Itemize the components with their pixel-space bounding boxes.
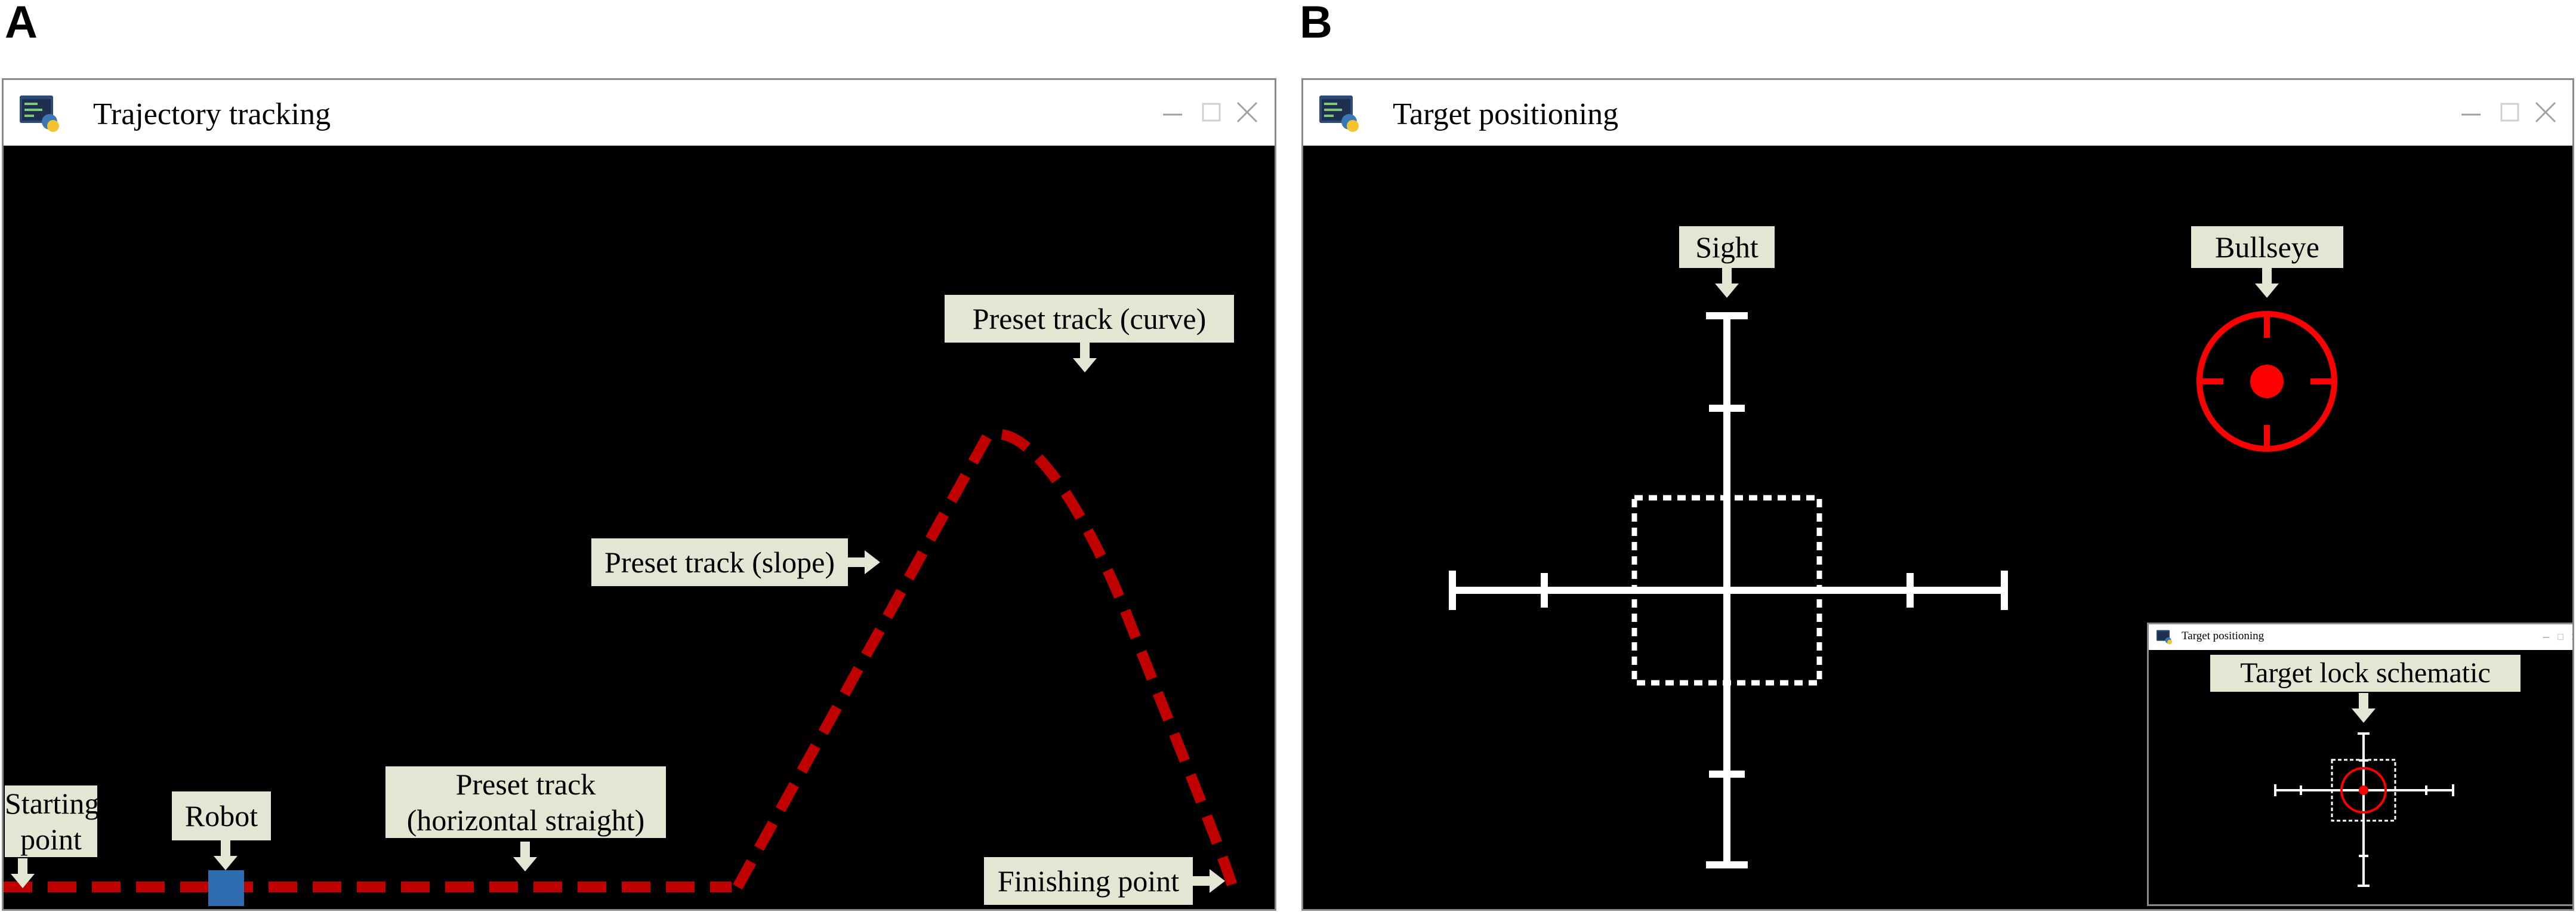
down-arrow-icon: [2255, 268, 2279, 298]
down-arrow-icon: [11, 858, 35, 888]
target-lock-schematic-label: Target lock schematic: [2210, 655, 2521, 692]
maximize-icon[interactable]: [1190, 93, 1232, 133]
starting-point-label: Starting point: [5, 785, 100, 857]
down-arrow-icon: [2352, 693, 2376, 723]
trajectory-tracking-window: Trajectory tracking Starting point: [2, 78, 1276, 911]
minimize-icon[interactable]: [1152, 93, 1194, 133]
preset-track-horizontal-label: Preset track (horizontal straight): [385, 766, 666, 838]
close-icon[interactable]: [2525, 93, 2567, 133]
robot-marker: [208, 870, 244, 906]
inset-drawing: [2274, 732, 2454, 887]
title-bar: Target positioning: [1303, 80, 2572, 146]
target-lock-inset-window: Target positioning: [2147, 623, 2572, 906]
trajectory-drawing: [4, 429, 1238, 906]
target-drawing: [1449, 311, 2337, 868]
close-icon[interactable]: [1227, 93, 1269, 133]
lock-box: [1631, 495, 1822, 686]
inset-title-bar: Target positioning: [2149, 624, 2572, 650]
down-arrow-icon: [513, 842, 537, 871]
panel-label-a: A: [5, 0, 38, 48]
target-positioning-window: Target positioning: [1301, 78, 2574, 911]
python-app-icon: [1319, 95, 1359, 132]
down-arrow-icon: [1073, 343, 1097, 372]
right-arrow-icon: [1192, 869, 1225, 893]
python-app-icon: [20, 95, 59, 132]
robot-label: Robot: [172, 791, 271, 840]
minimize-icon[interactable]: [2541, 631, 2552, 642]
slope-curve-track: [733, 429, 1238, 890]
maximize-icon[interactable]: [2555, 631, 2566, 642]
panel-label-b: B: [1300, 0, 1332, 48]
right-arrow-icon: [847, 550, 880, 574]
bullseye-label: Bullseye: [2191, 226, 2343, 268]
close-icon[interactable]: [2569, 631, 2572, 642]
inset-canvas: Target lock schematic: [2149, 650, 2572, 904]
python-app-icon: [2157, 630, 2172, 645]
target-canvas: Sight Bullseye Target positioning: [1303, 146, 2572, 909]
preset-track-slope-label: Preset track (slope): [591, 538, 848, 586]
title-bar: Trajectory tracking: [4, 80, 1275, 146]
window-title: Target positioning: [1393, 97, 1619, 131]
down-arrow-icon: [214, 840, 237, 870]
minimize-icon[interactable]: [2451, 93, 2492, 133]
sight-label: Sight: [1679, 226, 1775, 268]
bullseye-target: [2196, 311, 2337, 452]
sight-crosshair: [1449, 312, 2008, 868]
window-title: Trajectory tracking: [93, 97, 331, 131]
trajectory-canvas: Starting point Robot Preset track (horiz…: [4, 146, 1275, 909]
maximize-icon[interactable]: [2488, 93, 2530, 133]
preset-track-curve-label: Preset track (curve): [945, 295, 1234, 343]
inset-window-title: Target positioning: [2182, 630, 2265, 642]
finishing-point-label: Finishing point: [984, 857, 1193, 905]
down-arrow-icon: [1715, 268, 1739, 298]
